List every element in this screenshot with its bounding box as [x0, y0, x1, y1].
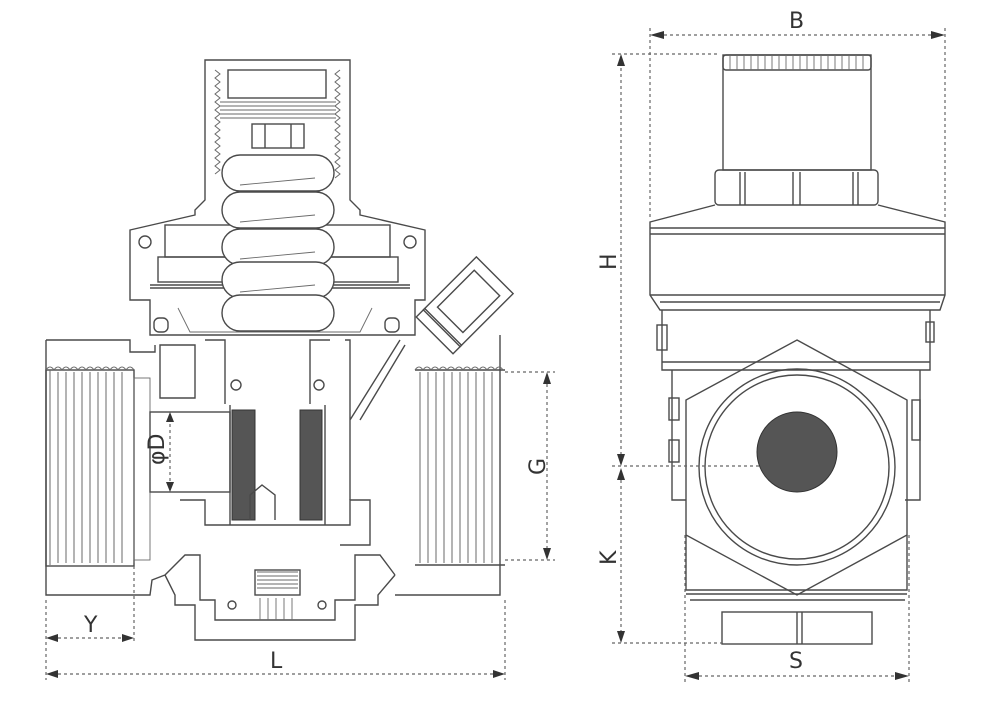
- front-view: B H K S: [597, 9, 946, 684]
- dimension-H: H: [597, 53, 720, 466]
- dim-label-S: S: [789, 649, 803, 674]
- hex-nut: [685, 339, 908, 645]
- dim-label-B: B: [789, 9, 804, 34]
- port-outer-ring: [698, 368, 896, 566]
- dim-label-K: K: [597, 550, 622, 565]
- dimension-B: B: [649, 9, 946, 220]
- filter-screen: [229, 405, 326, 525]
- dim-label-L: L: [270, 649, 283, 674]
- dimension-S: S: [684, 535, 910, 684]
- dim-label-Y: Y: [83, 613, 98, 638]
- outlet-port: [395, 335, 505, 596]
- dimension-L: L: [45, 600, 506, 680]
- inlet-thread: [45, 366, 135, 565]
- dimension-Y: Y: [46, 560, 135, 644]
- gauge-port: [415, 255, 515, 355]
- dimension-K: K: [597, 465, 760, 644]
- valve-body: [656, 310, 935, 501]
- spring: [221, 154, 335, 332]
- outlet-thread: [414, 366, 504, 563]
- dim-label-phiD: φD: [145, 434, 170, 465]
- o-ring: [403, 235, 417, 249]
- bottom-plug: [164, 484, 396, 641]
- filter-mesh-disc: [756, 411, 838, 493]
- section-view: L Y φD G: [45, 59, 555, 680]
- port-inner-ring: [704, 374, 890, 560]
- inlet-port: [45, 339, 166, 596]
- dimension-phiD: φD: [145, 412, 174, 492]
- inner-body: [159, 339, 406, 500]
- adjust-knob: [722, 54, 872, 171]
- hex-collar: [714, 169, 879, 206]
- dim-label-H: H: [597, 253, 622, 270]
- dim-label-G: G: [526, 458, 551, 475]
- dimension-G: G: [505, 371, 555, 561]
- bonnet-body: [649, 204, 946, 311]
- adjust-nut: [251, 123, 305, 149]
- o-ring: [138, 235, 152, 249]
